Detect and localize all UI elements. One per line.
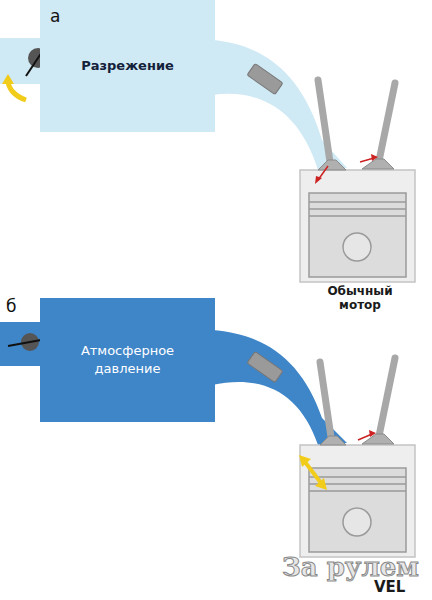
panel-letter: б (6, 296, 16, 316)
watermark: За рулем (282, 552, 419, 583)
vacuum-plenum: Разрежение (40, 0, 215, 132)
panel-letter: а (50, 6, 60, 26)
engine-caption: Обычный мотор (315, 284, 405, 313)
box-label: Атмосферное давление (68, 342, 188, 377)
atmospheric-plenum: Атмосферное давление (40, 298, 215, 422)
box-label: Разрежение (81, 57, 174, 75)
